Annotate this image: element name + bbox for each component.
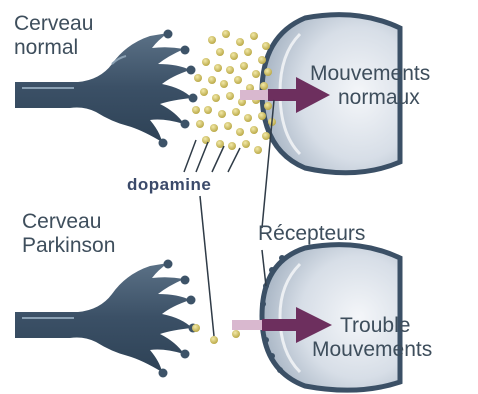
normal-brain-label-line1: Cerveau <box>14 12 93 35</box>
receptors-label: Récepteurs <box>258 222 365 245</box>
normal-result-label-line2: normaux <box>338 86 420 109</box>
parkinson-presynaptic-neuron <box>15 260 198 378</box>
parkinson-brain-label-line2: Parkinson <box>22 234 115 257</box>
normal-brain-label-line2: normal <box>14 36 78 59</box>
normal-result-label-line1: Mouvements <box>310 62 430 85</box>
dopamine-label: dopamine <box>127 175 211 194</box>
parkinson-result-label-line2: Mouvements <box>312 338 432 361</box>
parkinson-brain-label-line1: Cerveau <box>22 210 101 233</box>
parkinson-result-label-line1: Trouble <box>340 314 410 337</box>
